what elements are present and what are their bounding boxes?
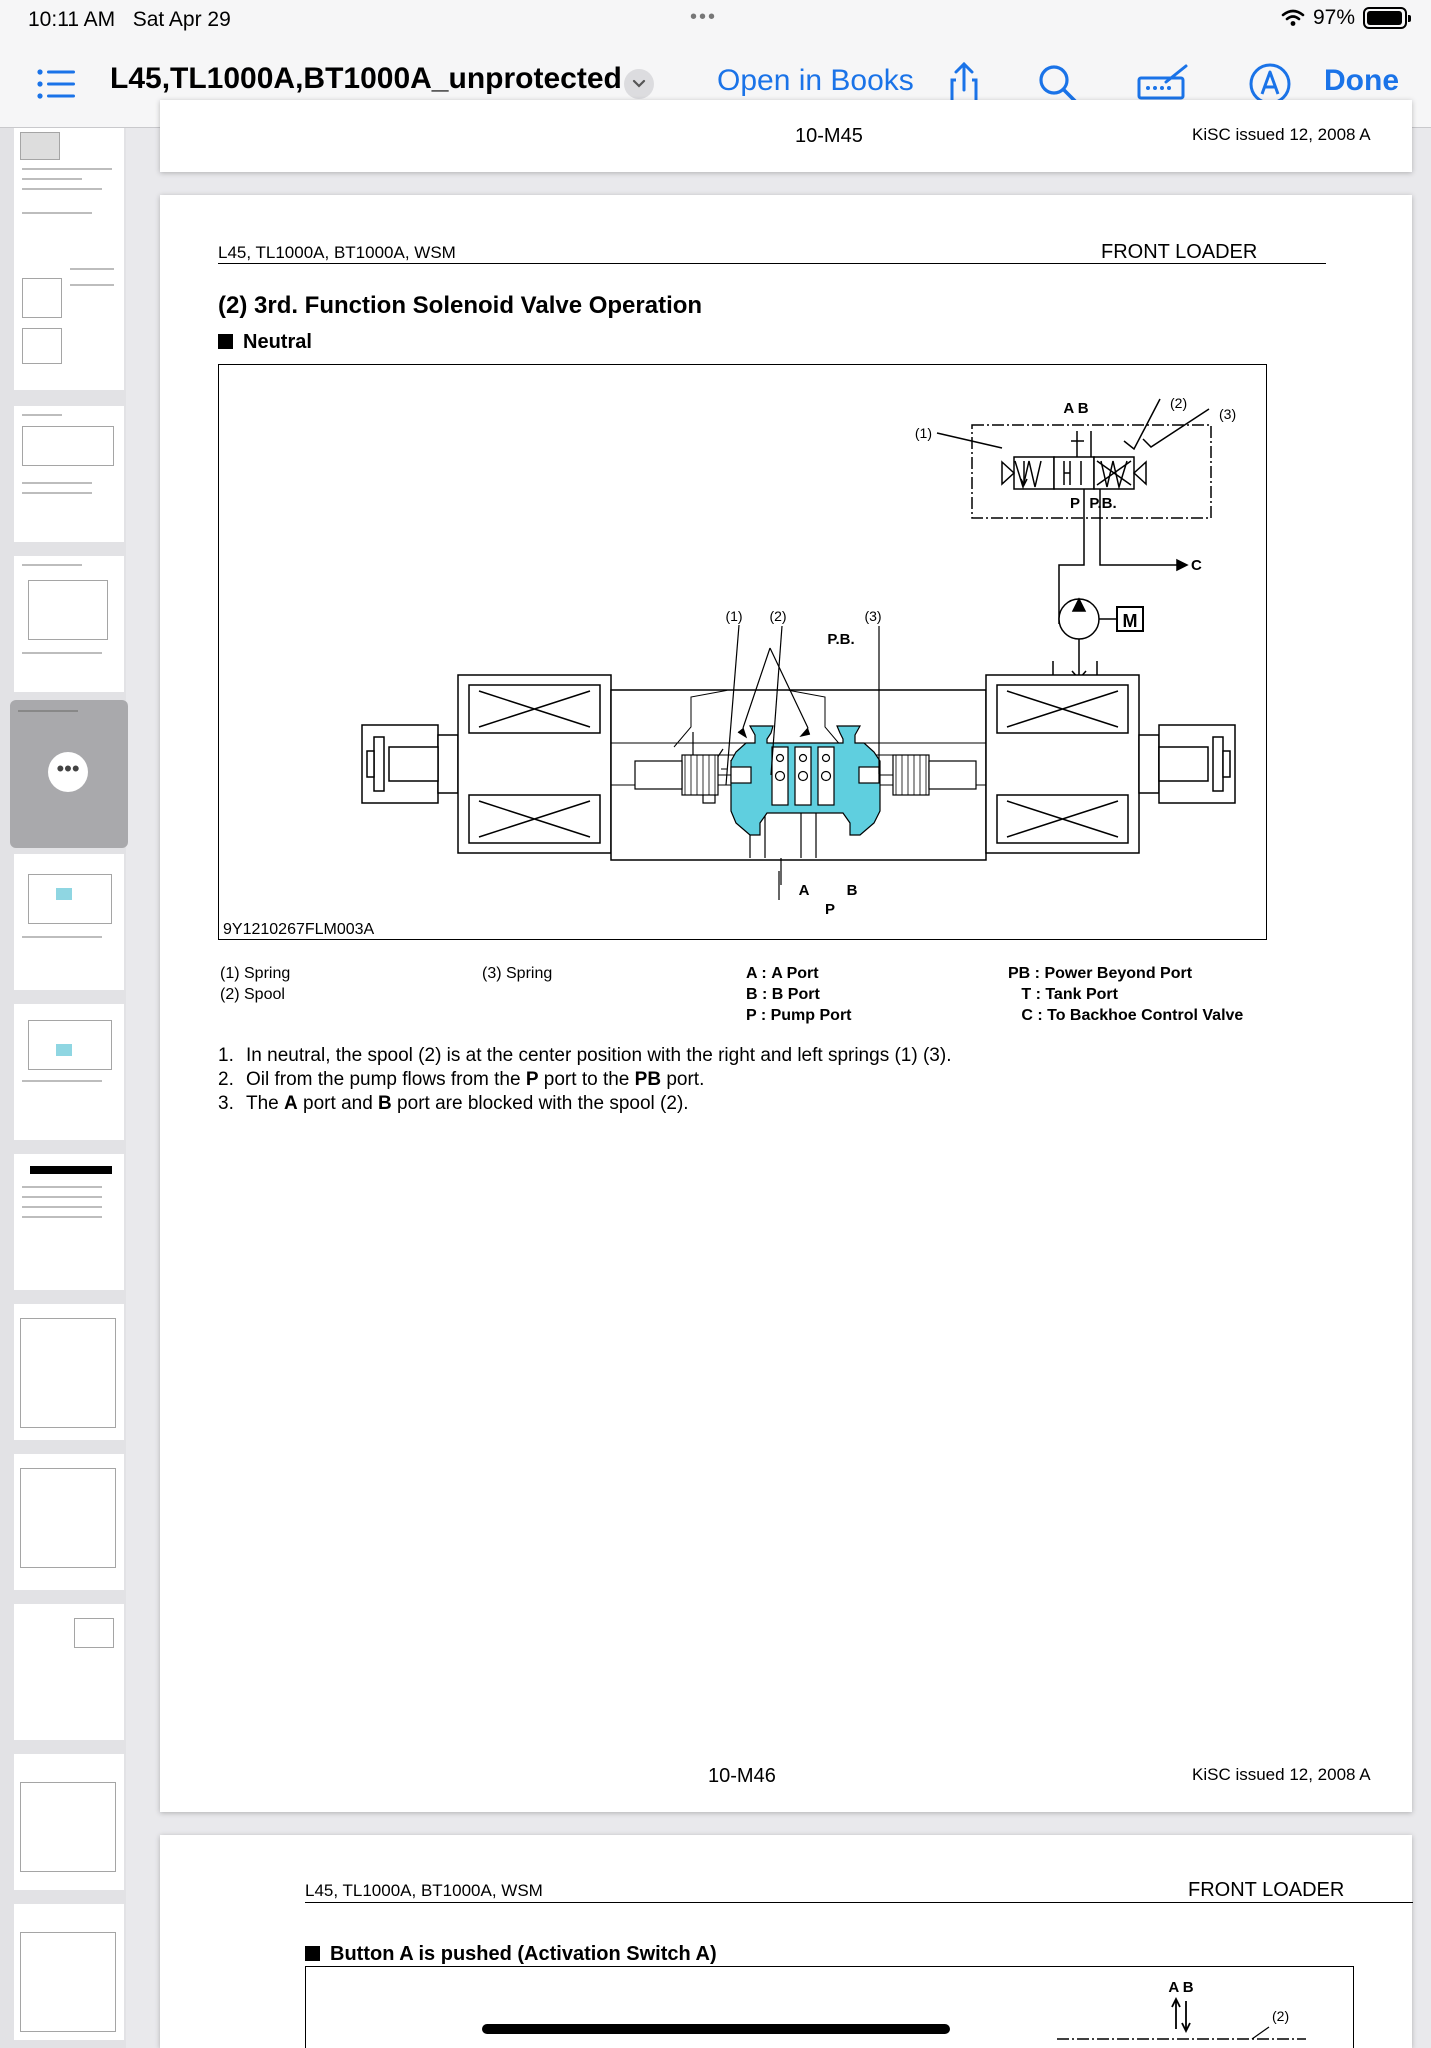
status-bar: 10:11 AM Sat Apr 29 ••• 97% [0,0,1431,40]
pb-label: P.B. [827,631,854,648]
page-thumbnail[interactable] [14,1004,124,1140]
legend-item: T : Tank Port [1021,986,1118,1003]
legend-item: (3) Spring [482,965,553,982]
page-thumbnail[interactable] [14,254,124,390]
page-thumbnail[interactable] [14,406,124,542]
page-header-right: FRONT LOADER [1188,1879,1345,1901]
page-number: 10-M46 [708,1765,776,1787]
legend-col-1: (1) Spring (2) Spool [220,963,290,1005]
port-a-label: A [799,882,810,899]
page-number: 10-M45 [795,125,863,147]
page-thumbnail[interactable] [14,556,124,692]
open-in-books-button[interactable]: Open in Books [717,64,914,97]
step-item: 3.The A port and B port are blocked with… [218,1093,689,1114]
port-p-label: P [825,901,835,918]
next-figure-diagram: A B (2) [1057,1979,1306,2040]
valve-figure: A B (2) (3) (1) P P.B. C M [218,364,1267,940]
issue-note: KiSC issued 12, 2008 A [1192,1765,1371,1784]
page-thumbnail[interactable] [14,128,124,264]
thumbnail-sidebar[interactable]: ••• [0,128,128,2048]
header-rule [305,1902,1413,1903]
page-header-left: L45, TL1000A, BT1000A, WSM [218,243,456,262]
sch-ab-label: A B [1063,400,1088,417]
next-ab-label: A B [1168,1979,1193,1996]
hydraulic-schematic [936,398,1212,681]
battery-icon [1363,7,1411,29]
pdf-page: L45, TL1000A, BT1000A, WSM FRONT LOADER … [160,195,1412,1812]
step-item: 2.Oil from the pump flows from the P por… [218,1069,705,1090]
step-item: 1.In neutral, the spool (2) is at the ce… [218,1045,952,1066]
pdf-page-previous: 10-M45 KiSC issued 12, 2008 A [160,100,1412,172]
procedure-steps: 1.In neutral, the spool (2) is at the ce… [218,1044,951,1116]
chevron-down-icon [632,79,646,88]
document-title[interactable]: L45,TL1000A,BT1000A_unprotected [110,62,622,95]
status-time: 10:11 AM Sat Apr 29 [28,8,231,31]
legend-col-2: (3) Spring [482,963,552,984]
home-indicator[interactable] [482,2024,950,2034]
solenoid-valve-diagram: A B (2) (3) (1) P P.B. C M [361,395,1236,918]
page-thumbnail[interactable] [14,1754,124,1890]
label-3: (3) [864,608,881,624]
section-title: (2) 3rd. Function Solenoid Valve Operati… [218,292,703,319]
figure-code: 9Y1210267FLM003A [223,921,375,938]
page-thumbnail[interactable] [14,1454,124,1590]
spool-oil-region [634,725,977,836]
pdf-page-next: L45, TL1000A, BT1000A, WSM FRONT LOADER … [160,1835,1413,2048]
legend-item: C : To Backhoe Control Valve [1021,1007,1244,1024]
sch-m-label: M [1123,611,1138,631]
square-bullet-icon [305,1946,320,1961]
legend-item: PB : Power Beyond Port [1008,965,1193,982]
more-icon[interactable]: ••• [48,752,88,792]
page-thumbnail[interactable] [14,1304,124,1440]
page-thumbnail[interactable] [14,854,124,990]
subheading: Button A is pushed (Activation Switch A) [305,1943,717,1966]
legend-item: B : B Port [746,986,820,1003]
schematic-labels: A B (2) (3) (1) P P.B. C M [915,395,1236,631]
status-right: 97% [1281,6,1411,30]
sch-3-label: (3) [1219,406,1236,422]
list-icon[interactable] [36,64,76,104]
page-thumbnail[interactable] [14,1154,124,1290]
header-rule [218,263,1326,264]
page-thumbnail[interactable] [14,1604,124,1740]
multitasking-dots[interactable]: ••• [690,6,718,28]
legend-item: P : Pump Port [746,1007,852,1024]
legend-col-4: PB : Power Beyond Port T : Tank Port C :… [1008,963,1243,1026]
port-b-label: B [847,882,858,899]
page-thumbnail[interactable] [14,1904,124,2040]
legend-item: A : A Port [746,965,819,982]
page-header-right: FRONT LOADER [1101,241,1258,263]
wifi-icon [1281,9,1305,26]
sch-2-label: (2) [1170,395,1187,411]
next-2-label: (2) [1272,2008,1289,2024]
sch-pb-label: P.B. [1089,495,1116,512]
battery-percent: 97% [1312,6,1355,29]
subheading: Neutral [218,331,312,354]
cross-section-leaders [725,624,880,900]
label-1: (1) [725,608,742,624]
cross-section-labels: P.B. (1) (2) (3) A B P [725,608,881,918]
next-figure: A B (2) [305,1966,1354,2048]
sch-p-label: P [1070,495,1080,512]
sch-c-label: C [1191,557,1202,574]
label-2: (2) [769,608,786,624]
legend-item: (1) Spring [220,965,291,982]
square-bullet-icon [218,334,233,349]
issue-note: KiSC issued 12, 2008 A [1192,125,1371,144]
title-menu-button[interactable] [624,69,654,99]
annotate-icon[interactable] [1136,60,1190,108]
legend-item: (2) Spool [220,986,285,1003]
page-thumbnail-selected[interactable]: ••• [10,700,128,848]
done-button[interactable]: Done [1324,64,1399,97]
legend-col-3: A : A Port B : B Port P : Pump Port [746,963,852,1026]
page-header-left: L45, TL1000A, BT1000A, WSM [305,1881,543,1900]
sch-1-label: (1) [915,425,932,441]
